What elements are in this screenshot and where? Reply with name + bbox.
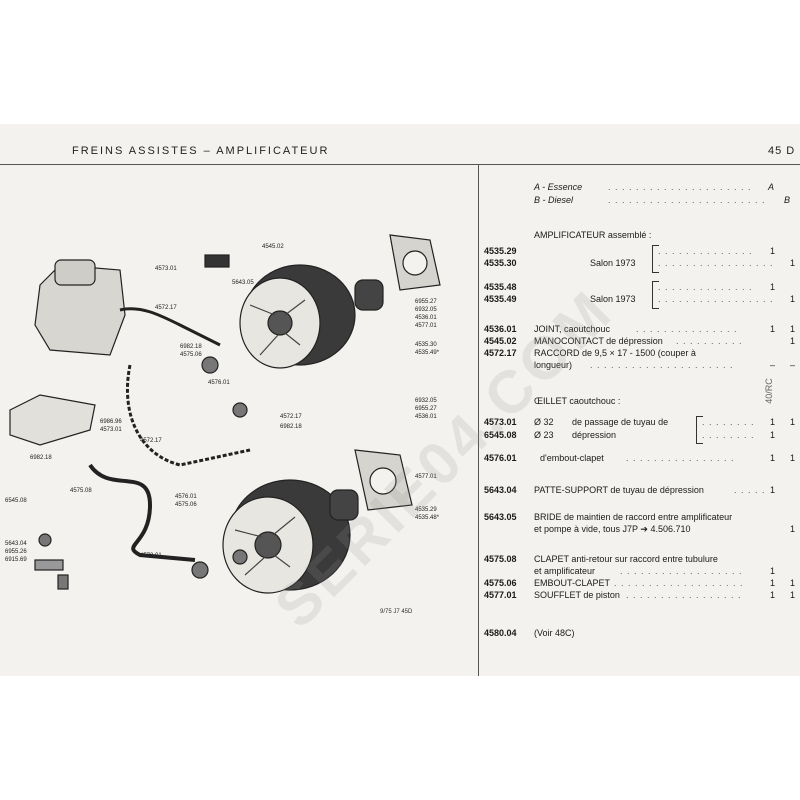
callout: 4572.17 bbox=[280, 414, 302, 420]
callout: 6955.26 bbox=[5, 549, 27, 555]
variant-a: A - Essence . . . . . . . . . . . . . . … bbox=[534, 182, 775, 192]
callout: 6545.08 bbox=[5, 498, 27, 504]
booster-lower bbox=[222, 479, 351, 594]
booster-upper bbox=[239, 264, 356, 369]
part-row: 4545.02 MANOCONTACT de dépression . . . … bbox=[484, 336, 796, 346]
column-divider bbox=[478, 164, 479, 676]
callout-labels: 4545.02 4573.01 5643.05 4572.17 6955.27 … bbox=[5, 244, 440, 563]
part-row-continued: et amplificateur . . . . . . . . . . . .… bbox=[534, 566, 776, 576]
callout: 4577.01 bbox=[415, 323, 437, 329]
parts-list: A - Essence . . . . . . . . . . . . . . … bbox=[480, 165, 800, 676]
callout: 4573.01 bbox=[140, 553, 162, 559]
callout: 4535.30 bbox=[415, 342, 437, 348]
salon-label: Salon 1973 bbox=[590, 294, 636, 304]
salon-label: Salon 1973 bbox=[590, 258, 636, 268]
diagram-reference: 9/75 J7 45D bbox=[380, 609, 413, 615]
assembly-title: AMPLIFICATEUR assemblé : bbox=[534, 230, 652, 240]
callout: 4536.01 bbox=[415, 414, 437, 420]
callout: 4572.17 bbox=[155, 305, 177, 311]
callout: 4573.01 bbox=[155, 266, 177, 272]
part-row-continued: et pompe à vide, tous J7P ➔ 4.506.710 1 bbox=[534, 524, 796, 534]
callout: 6955.27 bbox=[415, 406, 437, 412]
part-row: 4580.04 (Voir 48C) bbox=[484, 628, 575, 638]
callout: 6982.18 bbox=[30, 455, 52, 461]
callout: 5643.04 bbox=[5, 541, 27, 547]
header-rule bbox=[0, 164, 800, 165]
callout: 4577.01 bbox=[415, 474, 437, 480]
variant-b: B - Diesel . . . . . . . . . . . . . . .… bbox=[534, 195, 791, 205]
part-row: 4536.01 JOINT, caoutchouc . . . . . . . … bbox=[484, 324, 796, 334]
callout: 6955.27 bbox=[415, 299, 437, 305]
part-row: 4535.29 . . . . . . . . . . . . . . 1 bbox=[484, 246, 776, 256]
handwritten-stamp: 40/RC bbox=[763, 378, 774, 404]
callout: 6915.69 bbox=[5, 557, 27, 563]
part-row: 4577.01 SOUFFLET de piston . . . . . . .… bbox=[484, 590, 796, 600]
part-row: 5643.04 PATTE-SUPPORT de tuyau de dépres… bbox=[484, 485, 776, 495]
part-row: 4535.48 . . . . . . . . . . . . . . 1 bbox=[484, 282, 776, 292]
page-title: FREINS ASSISTES – AMPLIFICATEUR bbox=[72, 145, 330, 157]
part-row: 4576.01 d'embout-clapet . . . . . . . . … bbox=[484, 453, 796, 463]
part-row: 4535.30 Salon 1973 . . . . . . . . . . .… bbox=[484, 258, 796, 268]
callout: 4535.48* bbox=[415, 515, 440, 521]
callout: 4545.02 bbox=[262, 244, 284, 250]
part-row: 4572.17 RACCORD de 9,5 × 17 - 1500 (coup… bbox=[484, 348, 696, 358]
page-header: FREINS ASSISTES – AMPLIFICATEUR 45 D bbox=[0, 124, 800, 157]
callout: 4576.01 bbox=[175, 494, 197, 500]
part-row-continued: longueur) . . . . . . . . . . . . . . . … bbox=[534, 360, 796, 370]
callout: 4573.01 bbox=[100, 427, 122, 433]
callout: 6982.18 bbox=[180, 344, 202, 350]
bracket bbox=[652, 245, 659, 273]
exploded-diagram: 4545.02 4573.01 5643.05 4572.17 6955.27 … bbox=[5, 234, 441, 594]
page-number: 45 D bbox=[768, 145, 796, 157]
catalog-page: FREINS ASSISTES – AMPLIFICATEUR 45 D bbox=[0, 124, 800, 676]
callout: 6982.18 bbox=[280, 424, 302, 430]
part-row: 5643.05 BRIDE de maintien de raccord ent… bbox=[484, 512, 733, 522]
part-row: 4575.06 EMBOUT-CLAPET . . . . . . . . . … bbox=[484, 578, 796, 588]
callout: 6932.05 bbox=[415, 307, 437, 313]
part-row: 6545.08 Ø 23 dépression . . . . . . . . … bbox=[484, 430, 776, 440]
bracket bbox=[652, 281, 659, 309]
oeillet-title: ŒILLET caoutchouc : bbox=[534, 396, 621, 406]
callout: 4575.08 bbox=[70, 488, 92, 494]
callout: 4576.01 bbox=[208, 380, 230, 386]
callout: 4535.29 bbox=[415, 507, 437, 513]
callout: 5643.05 bbox=[232, 280, 254, 286]
part-row: 4535.49 Salon 1973 . . . . . . . . . . .… bbox=[484, 294, 796, 304]
callout: 6986.96 bbox=[100, 419, 122, 425]
callout: 4572.17 bbox=[140, 438, 162, 444]
part-row: 4575.08 CLAPET anti-retour sur raccord e… bbox=[484, 554, 718, 564]
bracket bbox=[696, 416, 703, 444]
callout: 4575.06 bbox=[180, 352, 202, 358]
callout: 4535.49* bbox=[415, 350, 440, 356]
callout: 6932.05 bbox=[415, 398, 437, 404]
callout: 4536.01 bbox=[415, 315, 437, 321]
part-row: 4573.01 Ø 32 de passage de tuyau de . . … bbox=[484, 417, 796, 427]
callout: 4575.06 bbox=[175, 502, 197, 508]
